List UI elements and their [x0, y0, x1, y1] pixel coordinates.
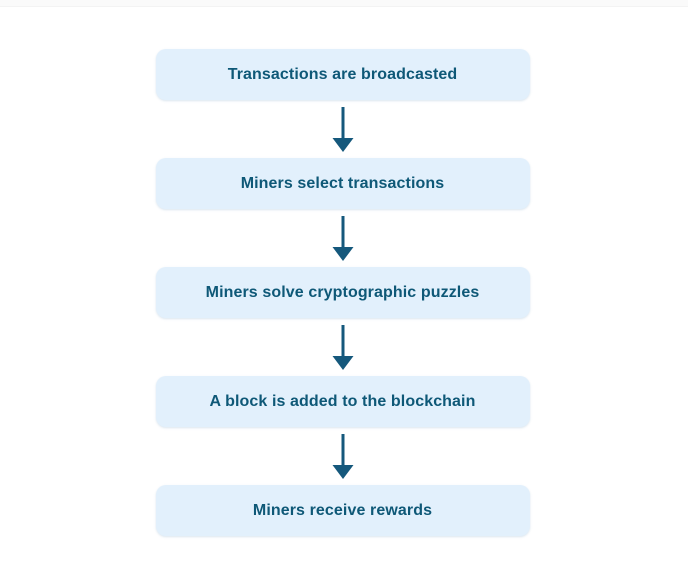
flow-step-transactions-broadcasted: Transactions are broadcasted [155, 49, 530, 100]
flow-step-block-added: A block is added to the blockchain [155, 376, 530, 427]
flow-step-label: A block is added to the blockchain [209, 392, 476, 410]
flow-step-miners-select-transactions: Miners select transactions [155, 158, 530, 209]
flow-step-miners-receive-rewards: Miners receive rewards [155, 485, 530, 536]
down-arrow-icon [331, 209, 355, 267]
flow-step-label: Miners select transactions [240, 174, 445, 192]
down-arrow-icon [331, 318, 355, 376]
flow-step-miners-solve-puzzles: Miners solve cryptographic puzzles [155, 267, 530, 318]
flow-step-label: Miners solve cryptographic puzzles [205, 283, 480, 301]
down-arrow-icon [331, 427, 355, 485]
flow-step-label: Miners receive rewards [252, 501, 433, 519]
flow-step-label: Transactions are broadcasted [227, 65, 458, 83]
top-strip [0, 0, 688, 7]
down-arrow-icon [331, 100, 355, 158]
